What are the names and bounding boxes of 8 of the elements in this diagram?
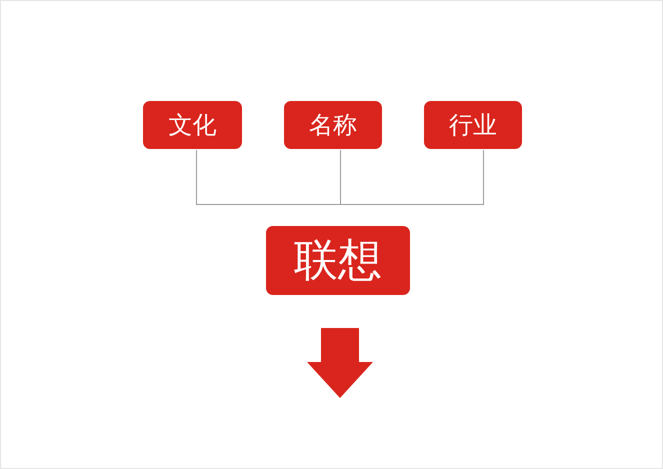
process-box [143,101,242,149]
node-label: 名称 [309,110,357,141]
node-label: 文化 [168,110,216,141]
node-label: 联想 [294,234,382,288]
node-label: 行业 [449,110,497,141]
process-box [266,226,410,295]
process-box [424,101,522,149]
process-box [284,101,382,149]
